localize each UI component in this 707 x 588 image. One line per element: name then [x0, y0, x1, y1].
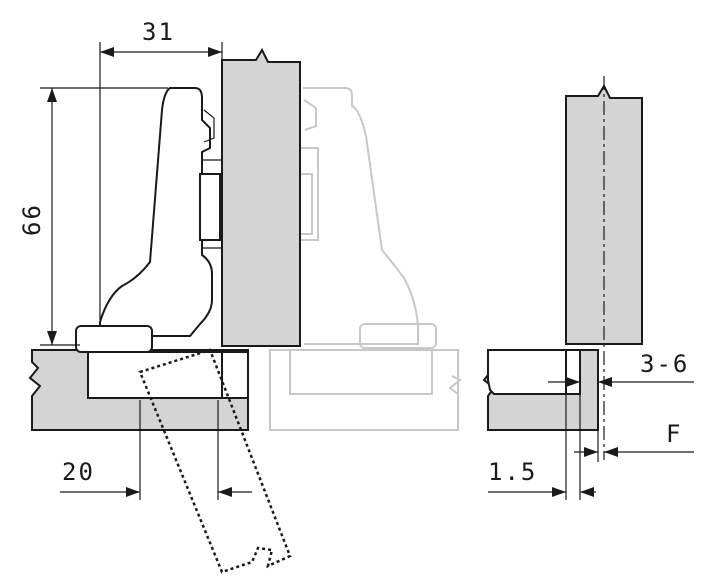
base-panel-left	[28, 349, 249, 431]
door-swing-dotted	[138, 348, 292, 574]
dimension-20: 20	[60, 400, 252, 500]
dimension-3-6-label: 3-6	[640, 350, 689, 378]
door-panel-right	[565, 76, 643, 460]
dimension-31: 31	[99, 18, 223, 320]
dimension-66: 66	[18, 87, 168, 346]
dimension-3-6: 3-6	[548, 350, 694, 387]
bore-edge-strip	[221, 351, 249, 399]
dimension-F: F	[574, 420, 694, 462]
hinge-arm-left	[75, 87, 222, 353]
dimension-31-label: 31	[142, 18, 175, 46]
overlay-strip	[565, 349, 581, 395]
dimension-1-5: 1.5	[488, 394, 596, 500]
dimension-F-label: F	[666, 420, 682, 448]
door-panel-left	[221, 47, 301, 347]
hinge-mounting-plate	[199, 173, 221, 241]
base-panel-right	[482, 349, 599, 431]
dimension-20-label: 20	[62, 458, 95, 486]
dimension-66-label: 66	[18, 203, 46, 236]
hinge-cup	[75, 325, 153, 353]
dimension-1-5-label: 1.5	[488, 458, 537, 486]
